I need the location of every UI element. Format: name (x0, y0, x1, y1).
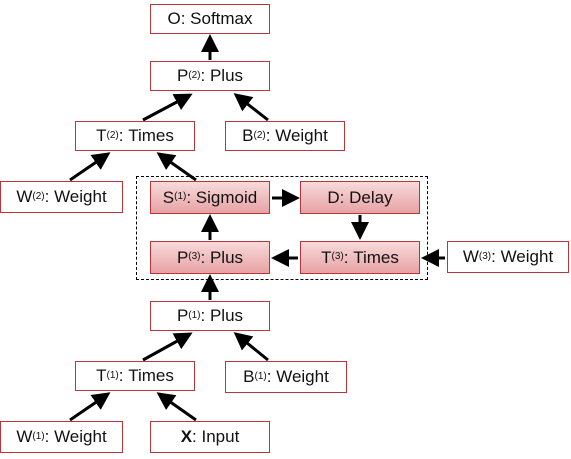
node-operation: Times (128, 366, 174, 385)
node-t2: T(2): Times (75, 121, 195, 151)
node-t1: T(1): Times (75, 361, 195, 391)
node-t3: T(3): Times (300, 241, 420, 274)
node-w2: W(2): Weight (0, 181, 123, 213)
edge-s1-to-t2 (156, 152, 197, 182)
node-w3: W(3): Weight (447, 241, 569, 273)
node-separator: : (118, 126, 129, 145)
recurrent-loop-box (136, 176, 428, 280)
node-operation: Weight (54, 187, 107, 206)
node-superscript: (3) (331, 251, 344, 262)
node-symbol: S (162, 187, 175, 207)
node-separator: : (192, 427, 202, 446)
node-superscript: (1) (106, 369, 119, 381)
node-superscript: (2) (32, 190, 45, 202)
edge-b1-to-p1 (233, 332, 269, 362)
node-symbol: P (176, 306, 189, 325)
node-separator: : (491, 247, 501, 266)
node-symbol: P (176, 247, 189, 267)
node-separator: : (266, 367, 277, 386)
node-operation: Plus (209, 66, 244, 85)
node-operation: Sigmoid (195, 187, 258, 207)
node-separator: : (180, 9, 191, 28)
node-operation: Times (128, 126, 174, 145)
node-operation: Plus (209, 306, 244, 325)
node-separator: : (44, 187, 55, 206)
node-separator: : (200, 247, 210, 267)
edge-b2-to-p2 (233, 93, 269, 122)
edge-t2-to-p2 (142, 93, 193, 122)
node-symbol: T (96, 366, 107, 385)
node-separator: : (200, 66, 210, 85)
node-operation: Softmax (190, 9, 253, 28)
node-symbol: B (243, 367, 255, 386)
node-symbol: B (242, 126, 254, 145)
node-operation: Times (353, 247, 399, 267)
node-symbol: X (180, 427, 193, 446)
node-operation: Plus (209, 247, 244, 267)
node-d: D: Delay (300, 181, 420, 214)
node-superscript: (1) (254, 370, 267, 382)
node-p3: P(3): Plus (150, 241, 270, 274)
node-separator: : (265, 126, 276, 145)
node-symbol: W (462, 247, 479, 266)
node-superscript: (3) (188, 251, 201, 262)
node-separator: : (339, 187, 350, 207)
node-separator: : (343, 247, 354, 267)
node-superscript: (2) (106, 129, 119, 141)
node-superscript: (2) (253, 129, 266, 141)
node-symbol: T (321, 247, 332, 267)
node-symbol: T (96, 126, 107, 145)
node-b1: B(1): Weight (225, 361, 347, 393)
node-p1: P(1): Plus (150, 301, 270, 331)
node-operation: Delay (349, 187, 393, 207)
node-separator: : (118, 366, 129, 385)
node-symbol: W (16, 427, 33, 446)
node-operation: Weight (500, 247, 554, 266)
edge-w2-to-t2 (69, 152, 111, 182)
node-superscript: (1) (174, 191, 187, 202)
node-superscript: (3) (478, 250, 492, 262)
node-operation: Input (201, 427, 240, 446)
node-operation: Weight (275, 126, 328, 145)
edge-w1-to-t1 (69, 392, 111, 422)
node-operation: Weight (276, 367, 329, 386)
node-operation: Weight (54, 427, 107, 446)
node-x: X: Input (150, 421, 270, 453)
node-superscript: (2) (188, 69, 201, 81)
node-superscript: (1) (188, 309, 201, 321)
node-w1: W(1): Weight (0, 421, 123, 453)
node-superscript: (1) (32, 430, 45, 442)
node-separator: : (44, 427, 55, 446)
node-b2: B(2): Weight (225, 121, 345, 151)
node-symbol: O (167, 9, 181, 28)
node-symbol: P (176, 66, 189, 85)
node-symbol: D (327, 187, 340, 207)
node-symbol: W (16, 187, 33, 206)
node-separator: : (200, 306, 210, 325)
node-o: O: Softmax (150, 4, 270, 34)
edge-t1-to-p1 (142, 332, 193, 362)
node-separator: : (186, 187, 196, 207)
node-p2: P(2): Plus (150, 61, 270, 91)
node-s1: S(1): Sigmoid (150, 181, 270, 214)
edge-x-to-t1 (156, 392, 197, 422)
